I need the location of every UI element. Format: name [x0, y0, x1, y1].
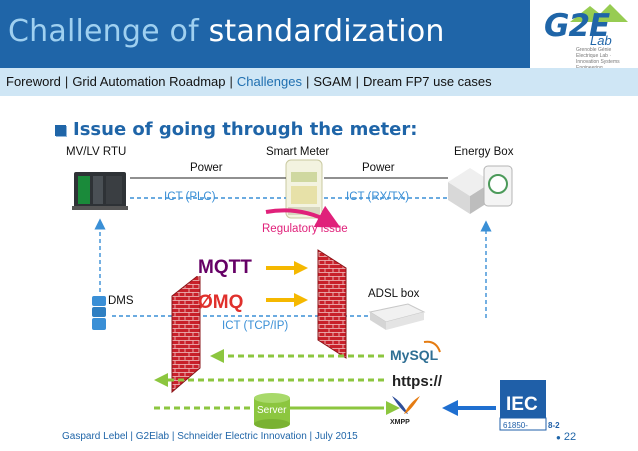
nav-item-challenges[interactable]: Challenges: [236, 74, 302, 89]
energy-box-icon: [448, 165, 513, 214]
smart-meter-label: Smart Meter: [266, 146, 330, 158]
ict-tcpip-label: ICT (TCP/IP): [222, 320, 289, 332]
ict-rxtx-label: ICT (RX/TX): [346, 191, 410, 203]
adsl-box-icon: [368, 303, 426, 330]
bullet-icon: [55, 125, 66, 136]
breadcrumb-bar: [0, 68, 638, 96]
mysql-logo: MySQL: [390, 347, 439, 363]
xmpp-logo: XMPP: [390, 396, 420, 426]
page-number-value: 22: [563, 431, 577, 443]
nav-item-foreword[interactable]: Foreword: [6, 74, 61, 89]
iec-logo-text: IEC: [506, 394, 538, 415]
nav-item-dream[interactable]: Dream FP7 use cases: [363, 74, 492, 89]
power-label-left: Power: [190, 162, 223, 174]
dms-label: DMS: [108, 295, 134, 307]
energy-box-label: Energy Box: [454, 146, 514, 158]
logo-text: G2E: [544, 8, 610, 44]
section-heading: Issue of going through the meter:: [73, 119, 418, 140]
nav-separator: |: [355, 74, 360, 89]
nav-separator: |: [64, 74, 69, 89]
firewall-right-icon: [317, 249, 347, 359]
nav-separator: |: [229, 74, 233, 89]
logo-sub: Lab: [590, 33, 612, 48]
zeromq-logo: ØMQ: [198, 292, 243, 313]
nav-item-sgam[interactable]: SGAM: [313, 74, 352, 89]
breadcrumb: Foreword|Grid Automation Roadmap|Challen…: [6, 74, 492, 89]
ict-plc-label: ICT (PLC): [164, 191, 216, 203]
firewall-left-icon: [171, 272, 201, 394]
mqtt-logo: MQTT: [196, 256, 262, 278]
dms-server-icon: [92, 296, 106, 330]
logo-mountain-icon: [570, 4, 628, 22]
mqtt-logo-text: MQTT: [198, 257, 252, 278]
regulatory-issue-label: Regulatory issue: [262, 223, 348, 235]
g2elab-logo: G2E Lab Grenoble Génie Electrique Lab · …: [530, 0, 638, 71]
adsl-box-label: ADSL box: [368, 288, 420, 300]
title-highlight: Challenge of: [8, 14, 199, 49]
mysql-dolphin-icon: [423, 340, 441, 353]
slide-title: Challenge of standardization: [8, 14, 445, 49]
server-database-icon: [254, 393, 290, 429]
page-bullet-icon: ●: [556, 433, 561, 442]
iec-logo: IEC 61850- 8-2: [499, 380, 560, 431]
server-label: Server: [257, 405, 287, 416]
footer-credit: Gaspard Lebel | G2Elab | Schneider Elect…: [62, 431, 358, 442]
rtu-device-icon: [72, 172, 128, 210]
rtu-label: MV/LV RTU: [66, 146, 127, 158]
title-main: standardization: [208, 14, 445, 49]
nav-item-roadmap[interactable]: Grid Automation Roadmap: [72, 74, 226, 89]
iec-subnumber: 8-2: [548, 421, 560, 430]
page-number: ●22: [556, 431, 576, 443]
xmpp-text: XMPP: [390, 419, 410, 426]
power-label-right: Power: [362, 162, 395, 174]
https-logo: https://: [392, 373, 443, 390]
nav-separator: |: [305, 74, 310, 89]
iec-number: 61850-: [503, 421, 528, 430]
